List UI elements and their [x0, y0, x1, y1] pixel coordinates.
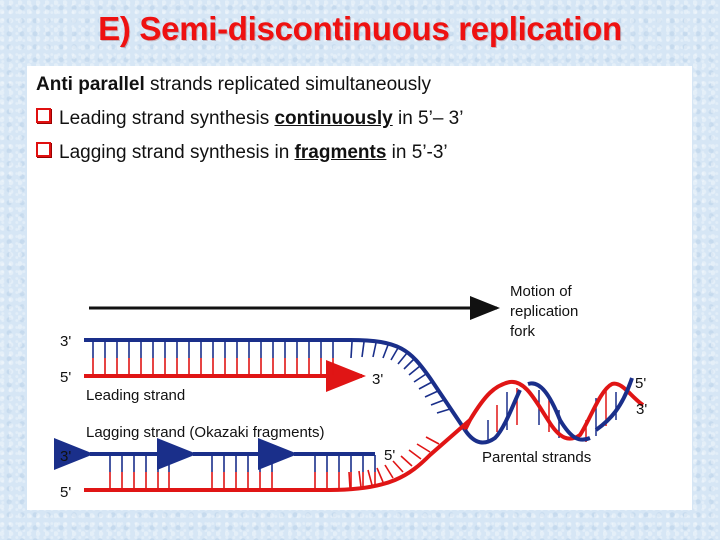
- bold-term: Anti parallel: [36, 74, 145, 95]
- lagging-template-strand: [84, 418, 472, 492]
- emphasis-term: fragments: [294, 142, 387, 163]
- leading-arrow-end-label: 3': [372, 371, 383, 388]
- bullet-leading-strand: Leading strand synthesis continuously in…: [36, 108, 463, 130]
- leading-template-strand: [84, 338, 467, 432]
- parental-top-end-label: 5': [635, 375, 646, 392]
- text-line-antiparallel: Anti parallel strands replicated simulta…: [36, 74, 431, 96]
- okazaki-fragment-1: [53, 438, 170, 489]
- leading-top-end-label: 3': [60, 333, 71, 350]
- motion-label-3: fork: [510, 323, 536, 340]
- line-text: Lagging strand synthesis in: [59, 142, 295, 163]
- motion-label-1: Motion of: [510, 283, 573, 300]
- content-panel: Anti parallel strands replicated simulta…: [27, 66, 692, 510]
- leading-bottom-start-label: 5': [60, 369, 71, 386]
- square-bullet-icon: [36, 142, 51, 157]
- okazaki-fragment-2: [157, 438, 273, 489]
- square-bullet-icon: [36, 108, 51, 123]
- lagging-top-end-label: 3': [60, 448, 71, 465]
- okazaki-fragment-3: [258, 438, 376, 489]
- parental-double-helix: [463, 377, 645, 445]
- parental-strands-label: Parental strands: [482, 449, 591, 466]
- emphasis-term: continuously: [274, 108, 393, 129]
- line-text: in 5’-3’: [386, 142, 448, 163]
- line-text: Leading strand synthesis: [59, 108, 275, 129]
- lagging-unpaired-ticks: [348, 436, 440, 489]
- leading-base-pairs: [92, 341, 451, 414]
- parental-bottom-end-label: 3': [636, 401, 647, 418]
- leading-strand-label: Leading strand: [86, 387, 185, 404]
- line-text: strands replicated simultaneously: [144, 74, 431, 95]
- lagging-strand-label: Lagging strand (Okazaki fragments): [86, 424, 324, 441]
- line-text: in 5’– 3’: [392, 108, 464, 129]
- slide-title: E) Semi-discontinuous replication: [98, 10, 622, 47]
- bullet-lagging-strand: Lagging strand synthesis in fragments in…: [36, 142, 448, 164]
- lagging-fragment-end-label: 5': [384, 447, 395, 464]
- lagging-bottom-start-label: 5': [60, 484, 71, 501]
- motion-label-2: replication: [510, 303, 578, 320]
